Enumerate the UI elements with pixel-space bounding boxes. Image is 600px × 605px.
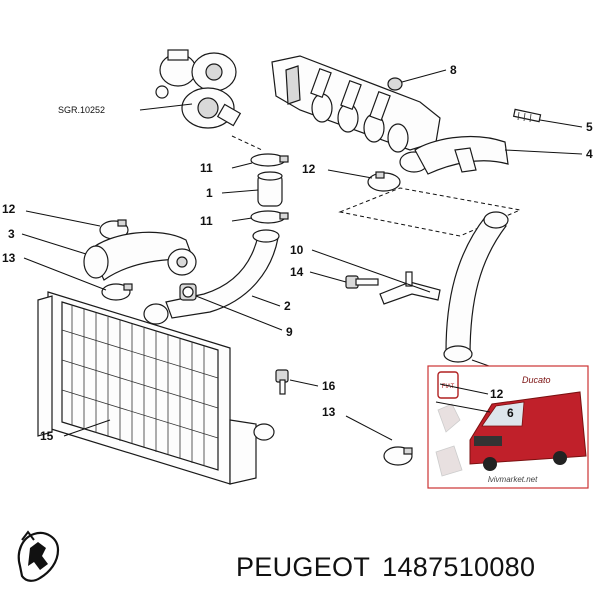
callout-16: 16 <box>322 379 336 393</box>
turbocharger <box>155 49 242 129</box>
leader-13b <box>345 415 393 441</box>
leader-8 <box>401 69 447 83</box>
dash-outlet <box>338 187 522 237</box>
part-8-cap <box>387 77 403 91</box>
clamp-11-bottom <box>250 210 289 224</box>
leader-5 <box>539 119 583 128</box>
callout-12c: 12 <box>490 387 504 401</box>
leader-12c <box>439 383 489 395</box>
clamp-11-top <box>250 153 289 167</box>
callout-6: 6 <box>507 406 514 420</box>
leader-1 <box>221 189 259 194</box>
intake-manifold <box>271 55 441 173</box>
part-14-bolt <box>345 275 379 289</box>
inset-model-label: Ducato <box>522 375 551 385</box>
callout-2: 2 <box>284 299 291 313</box>
part-5-bolt <box>512 108 542 123</box>
leader-13a <box>23 257 107 291</box>
callout-15: 15 <box>40 429 54 443</box>
leader-11a <box>231 162 253 169</box>
leader-2 <box>251 295 281 307</box>
callout-5: 5 <box>586 120 593 134</box>
clamp-13-lower <box>383 446 413 466</box>
vehicle-inset: FIAT Ducato lvivmarket.net <box>427 365 589 489</box>
part-number: 1487510080 <box>382 552 536 582</box>
leader-sgr <box>139 103 193 111</box>
svg-text:FIAT: FIAT <box>442 384 455 390</box>
inset-watermark: lvivmarket.net <box>488 475 538 484</box>
callout-13b: 13 <box>322 405 336 419</box>
part-15-intercooler <box>37 291 275 485</box>
leader-12b <box>25 210 101 227</box>
brand-caption: PEUGEOT 1487510080 <box>236 552 547 583</box>
leader-16 <box>289 379 319 387</box>
peugeot-lion-logo-icon <box>17 530 60 582</box>
leader-4 <box>504 149 583 155</box>
reference-label: SGR.10252 <box>58 105 105 115</box>
part-9-grommet <box>179 283 197 301</box>
callout-4: 4 <box>586 147 593 161</box>
leader-11b <box>231 217 253 222</box>
callout-12a: 12 <box>302 162 316 176</box>
brand-name: PEUGEOT <box>236 552 371 582</box>
leader-3 <box>21 233 87 255</box>
callout-11b: 11 <box>200 214 213 228</box>
part-16-bolt <box>275 369 289 395</box>
leader-9 <box>195 295 283 331</box>
callout-9: 9 <box>286 325 293 339</box>
part-1-hose <box>257 171 283 207</box>
leader-12a <box>327 169 373 179</box>
clamp-12-manifold <box>367 171 401 192</box>
dash-turbo <box>231 135 263 151</box>
clamp-13-left <box>101 283 133 301</box>
leader-14 <box>309 271 347 283</box>
callout-14: 14 <box>290 265 304 279</box>
leader-6 <box>435 401 491 413</box>
callout-8: 8 <box>450 63 457 77</box>
van-icon <box>469 391 587 471</box>
leader-10 <box>311 249 431 293</box>
fiat-badge-icon <box>437 371 459 399</box>
callout-11a: 11 <box>200 161 213 175</box>
leader-15 <box>63 419 111 437</box>
callout-13a: 13 <box>2 251 16 265</box>
callout-3: 3 <box>8 227 15 241</box>
callout-12b: 12 <box>2 202 16 216</box>
part-7-pipe <box>445 215 507 357</box>
callout-1: 1 <box>206 186 213 200</box>
callout-10: 10 <box>290 243 304 257</box>
